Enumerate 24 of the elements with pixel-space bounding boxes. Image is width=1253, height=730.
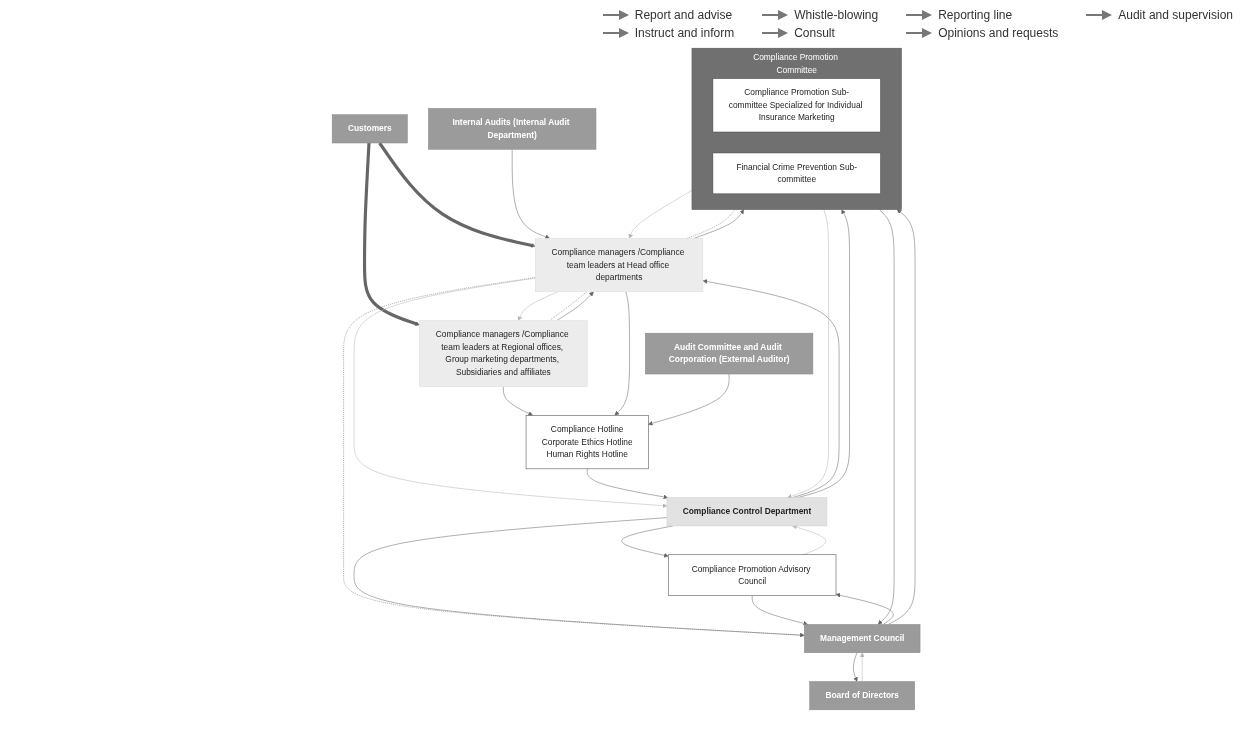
legend-label: Reporting line [938,8,1013,22]
connector [549,291,588,321]
arrow [363,142,421,326]
legend-label: Instruct and inform [634,26,735,40]
node-box: Compliance Promotion Advisory Council [668,554,837,596]
connector [343,277,805,636]
node-box: Compliance Control Department [667,497,828,527]
node-box: Management Council [804,624,921,653]
node-box: Compliance Hotline Corporate Ethics Hotline Human Rights Hotline [526,415,649,470]
arrow [378,142,536,248]
node-box: Internal Audits (Internal Audit Department) [428,108,597,150]
node-box: Board of Directors [809,681,916,711]
node-box: Financial Crime Prevention Sub-committee [713,152,882,195]
legend-label: Whistle-blowing [794,8,879,22]
node-box: Compliance managers /Compliance team leaders at Head office departments [535,238,704,293]
node-box: Compliance managers /Compliance team leaders at Regional offices, Group marketing departments, Subsidiaries and affiliates [419,320,588,387]
node-box: Audit Committee and Audit Corporation (External Auditor) [645,332,814,375]
legend-label: Opinions and requests [938,26,1059,40]
node-box: Compliance Promotion Sub-committee Specialized for Individual Insurance Marketing [713,78,882,133]
legend-label: Report and advise [634,8,733,22]
legend-label: Consult [794,26,835,40]
node-box: Customers [332,114,408,144]
connector [687,209,736,239]
legend-label: Audit and supervision [1118,8,1233,22]
